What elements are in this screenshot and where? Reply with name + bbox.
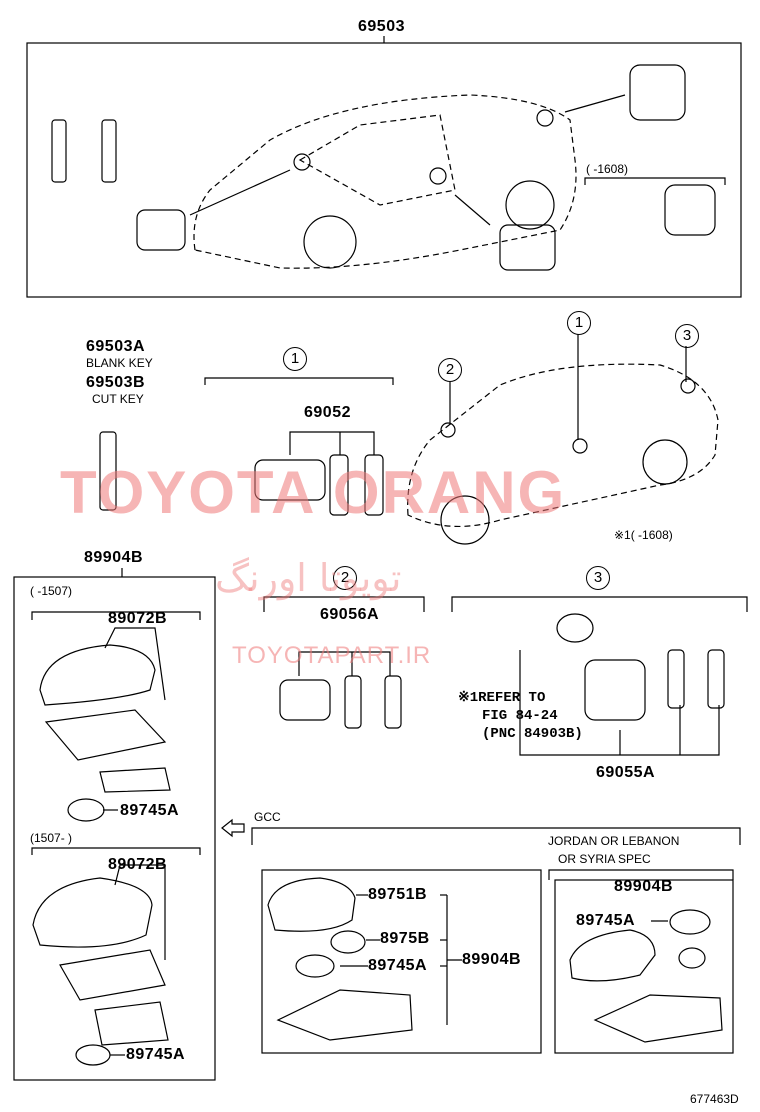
part-69052: 69052 [304,404,351,421]
key-blank-1 [51,119,67,183]
watermark-latin: TOYOTA ORANG [60,459,567,526]
drawing-number: 677463D [690,1092,739,1106]
part-89751b: 89751B [368,886,428,903]
car-outline-top [193,94,577,269]
fob-cover-1 [39,644,156,706]
part-89904b-jordan: 89904B [614,878,674,895]
refer-line-1: ※1REFER TO [458,690,546,706]
gcc-box [261,869,542,1054]
part-89072b-b: 89072B [108,856,168,873]
jordan-label-2: OR SYRIA SPEC [558,852,651,866]
cut-key-label: CUT KEY [92,392,144,406]
range-pre-1507: ( -1507) [30,584,73,598]
circle-marker-1: 1 [283,347,307,371]
watermark-persian: تویوتا اورنگ [215,556,402,600]
blank-key-label: BLANK KEY [86,356,153,370]
refer-line-3: (PNC 84903B) [482,726,583,742]
range-post-1507: (1507- ) [30,831,73,845]
range-top-right: ( -1608) [586,162,629,176]
part-69055a: 69055A [596,764,656,781]
part-89745a-gcc: 89745A [368,957,428,974]
gcc-label: GCC [254,810,281,824]
refer-line-2: FIG 84-24 [482,708,558,724]
top-part-number: 69503 [358,18,405,35]
circle-marker-2-car: 2 [438,358,462,382]
jordan-label-1: JORDAN OR LEBANON [548,834,680,848]
cut-key-part-number: 69503B [86,374,146,391]
circle-marker-3-car: 3 [675,324,699,348]
part-89745a-jordan: 89745A [576,912,636,929]
note-1608: ※1( -1608) [614,528,673,542]
circle-marker-1-car: 1 [567,311,591,335]
part-69056a: 69056A [320,606,380,623]
part-89745a-a: 89745A [120,802,180,819]
watermark-site: TOYOTAPART.IR [232,642,432,669]
part-8975b: 8975B [380,930,430,947]
blank-key-part-number: 69503A [86,338,146,355]
fob-cover-2 [32,877,153,948]
bracket-1 [204,377,394,385]
part-89904b-main: 89904B [84,549,144,566]
circle-marker-2: 2 [333,566,357,590]
left-arrow-icon [221,818,245,838]
key-blank-2 [101,119,117,183]
part-89904b-gcc: 89904B [462,951,522,968]
cut-key [99,431,117,511]
key-assembly-box [13,576,216,1081]
top-assembly-box [26,42,742,298]
circle-marker-3: 3 [586,566,610,590]
jordan-box [554,879,734,1054]
part-89745a-b: 89745A [126,1046,186,1063]
part-89072b-a: 89072B [108,610,168,627]
